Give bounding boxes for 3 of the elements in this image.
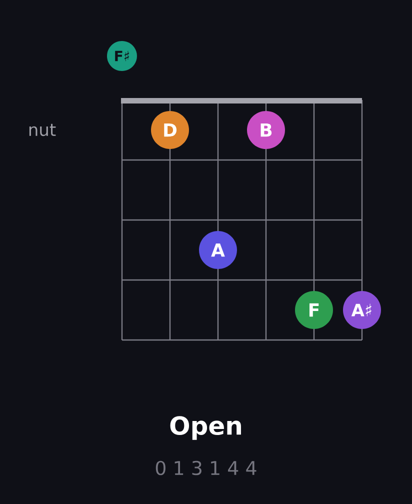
text-label: nut [29, 124, 56, 136]
title: Open [170, 416, 241, 440]
number-row: 0 1 3 1 4 4 [156, 460, 256, 476]
